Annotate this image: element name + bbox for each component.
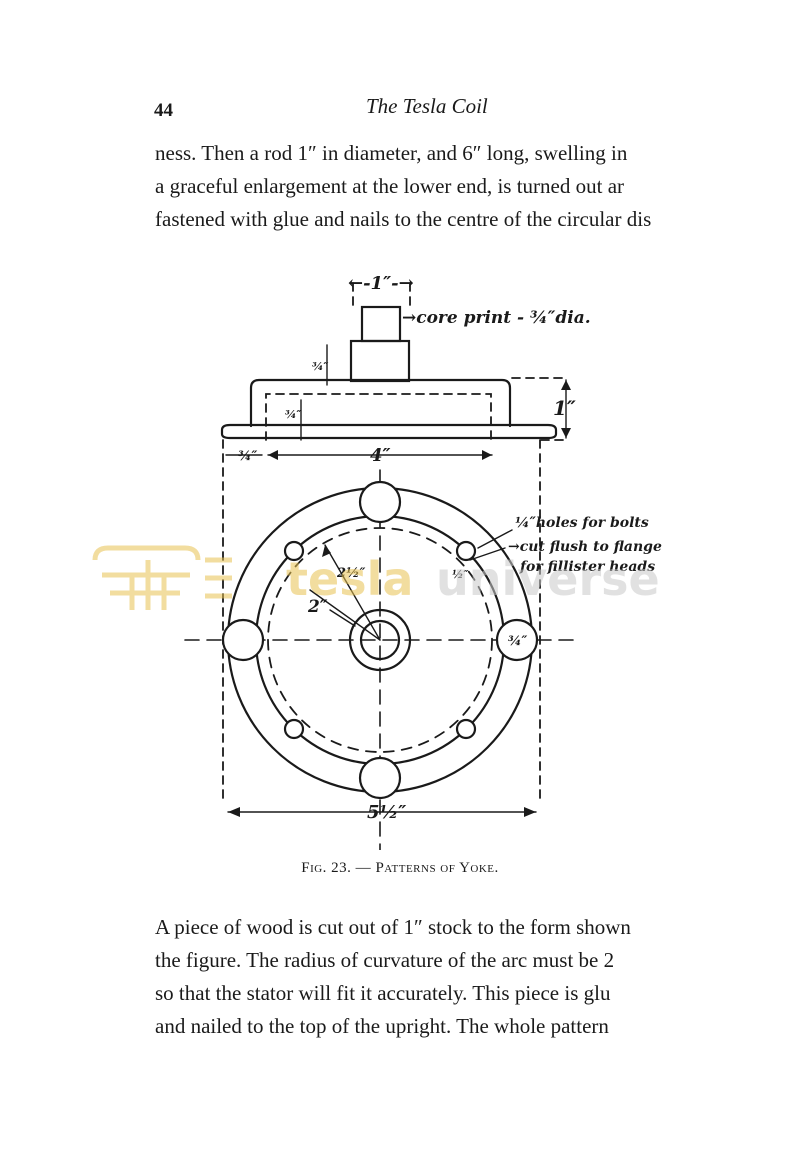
body-paragraph-bottom: A piece of wood is cut out of 1″ stock t… [155,911,700,1043]
text-line: so that the stator will fit it accuratel… [155,981,611,1005]
text-line: ness. Then a rod 1″ in diameter, and 6″ … [155,141,628,165]
label-inner-depth: ¾″ [285,408,301,421]
watermark-word-1: tesla [286,552,413,606]
body-paragraph-top: ness. Then a rod 1″ in diameter, and 6″ … [155,137,700,236]
arrowhead [228,807,240,817]
radius-leader [309,589,381,641]
label-top-width: ←-1″-→ [348,273,414,294]
label-small-dim: ½″ [452,568,468,581]
notch-hole-right [495,618,539,662]
arrowhead [561,380,571,390]
bolt-hole [455,718,477,740]
label-width-4: 4″ [370,445,391,466]
label-radius-2: 2″ [307,597,328,617]
label-holes-1: ¼″holes for bolts [515,515,649,531]
label-core-height: ¾″ [312,360,328,373]
label-radius-small: 2½″ [336,566,366,581]
watermark-logo-mark [92,545,232,610]
core-upright-outline [349,339,411,383]
arrowhead [322,545,331,557]
arrowhead [561,428,571,438]
note-leader [477,529,513,549]
page-number: 44 [154,100,173,121]
notch-hole-left [221,618,265,662]
running-title: The Tesla Coil [366,94,488,118]
caption-title: Patterns of Yoke. [375,860,499,876]
watermark-word-2: universe [436,552,660,606]
label-left-offset: ¾″ [238,449,258,464]
base-flange-outline [220,423,558,440]
watermark: tesla universe [92,545,660,610]
text-line: a graceful enlargement at the lower end,… [155,174,625,198]
text-line: and nailed to the top of the upright. Th… [155,1014,609,1038]
yoke-pattern-figure: ←-1″-→ →core print - ¾″dia. ¾″ 1″ ¾″ ¾″ … [92,273,662,850]
text-line: fastened with glue and nails to the cent… [155,207,652,231]
label-holes-2: →cut flush to flange [508,539,662,555]
label-flange-height: 1″ [553,396,576,420]
notch-hole-top [358,480,402,524]
note-leader [469,547,506,561]
figure-caption: Fig. 23. — Patterns of Yoke. [0,860,800,877]
core-print-outline [360,305,402,343]
caption-prefix: Fig. 23. — [301,860,376,876]
arrowhead [482,450,492,460]
label-core-print: →core print - ¾″dia. [402,308,591,328]
notch-hole-bottom [358,756,402,800]
upper-flange-outline [249,378,512,428]
bolt-hole [455,540,477,562]
text-line: the figure. The radius of curvature of t… [155,948,615,972]
label-holes-3: for fillister heads [519,559,655,575]
radius-leader [324,544,381,641]
arrowhead [524,807,536,817]
radius-leader [329,609,356,627]
inner-cavity-dashed [265,393,492,441]
label-right-hole: ¾″ [508,634,528,649]
bolt-hole [283,718,305,740]
label-width-total: 5½″ [367,802,406,823]
bolt-hole [283,540,305,562]
arrowhead [268,450,278,460]
text-line: A piece of wood is cut out of 1″ stock t… [155,915,631,939]
